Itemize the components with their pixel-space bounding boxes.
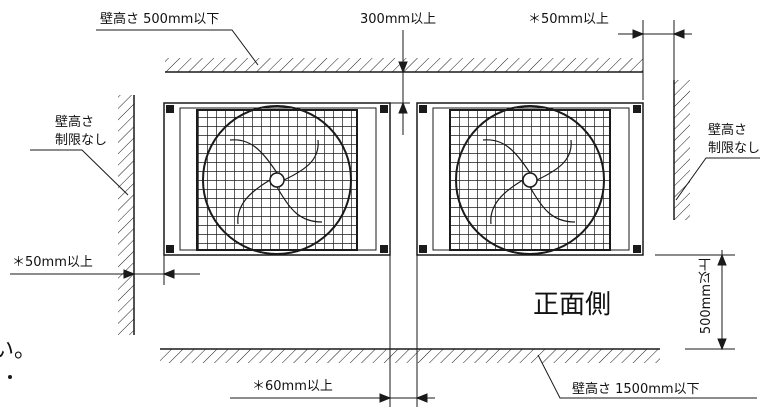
top-right-gap-label: ＊50mm以上 [528, 12, 609, 27]
left-wall [118, 95, 135, 335]
bottom-wall-height-label: 壁高さ 1500mm以下 [572, 382, 700, 397]
outdoor-unit-left [163, 102, 391, 256]
dim-top-clearance [388, 30, 410, 135]
dim-front-clearance [655, 250, 735, 351]
top-wall-height-label: 壁高さ 500mm以下 [100, 12, 220, 27]
leader-lines [30, 29, 760, 399]
left-wall-label-line1: 壁高さ [55, 115, 95, 130]
right-wall-label-line1: 壁高さ [708, 123, 748, 138]
left-gap-label: ＊50mm以上 [12, 255, 93, 270]
dim-top-right-gap [618, 20, 692, 100]
edge-dot [8, 375, 12, 379]
front-side-label: 正面側 [533, 290, 612, 320]
left-wall-label-line2: 制限なし [55, 133, 108, 148]
right-wall [673, 80, 690, 220]
middle-gap-label: ＊60mm以上 [252, 379, 333, 394]
dim-middle-gap [230, 255, 435, 407]
bottom-wall [160, 348, 660, 363]
dim-left-gap [10, 255, 200, 285]
top-clearance-label: 300mm以上 [360, 12, 437, 27]
right-wall-label-line2: 制限なし [708, 141, 761, 156]
front-clearance-label: 500mm以上 [699, 258, 714, 335]
cut-off-text: い。 [0, 338, 37, 363]
outdoor-unit-right [416, 102, 644, 256]
